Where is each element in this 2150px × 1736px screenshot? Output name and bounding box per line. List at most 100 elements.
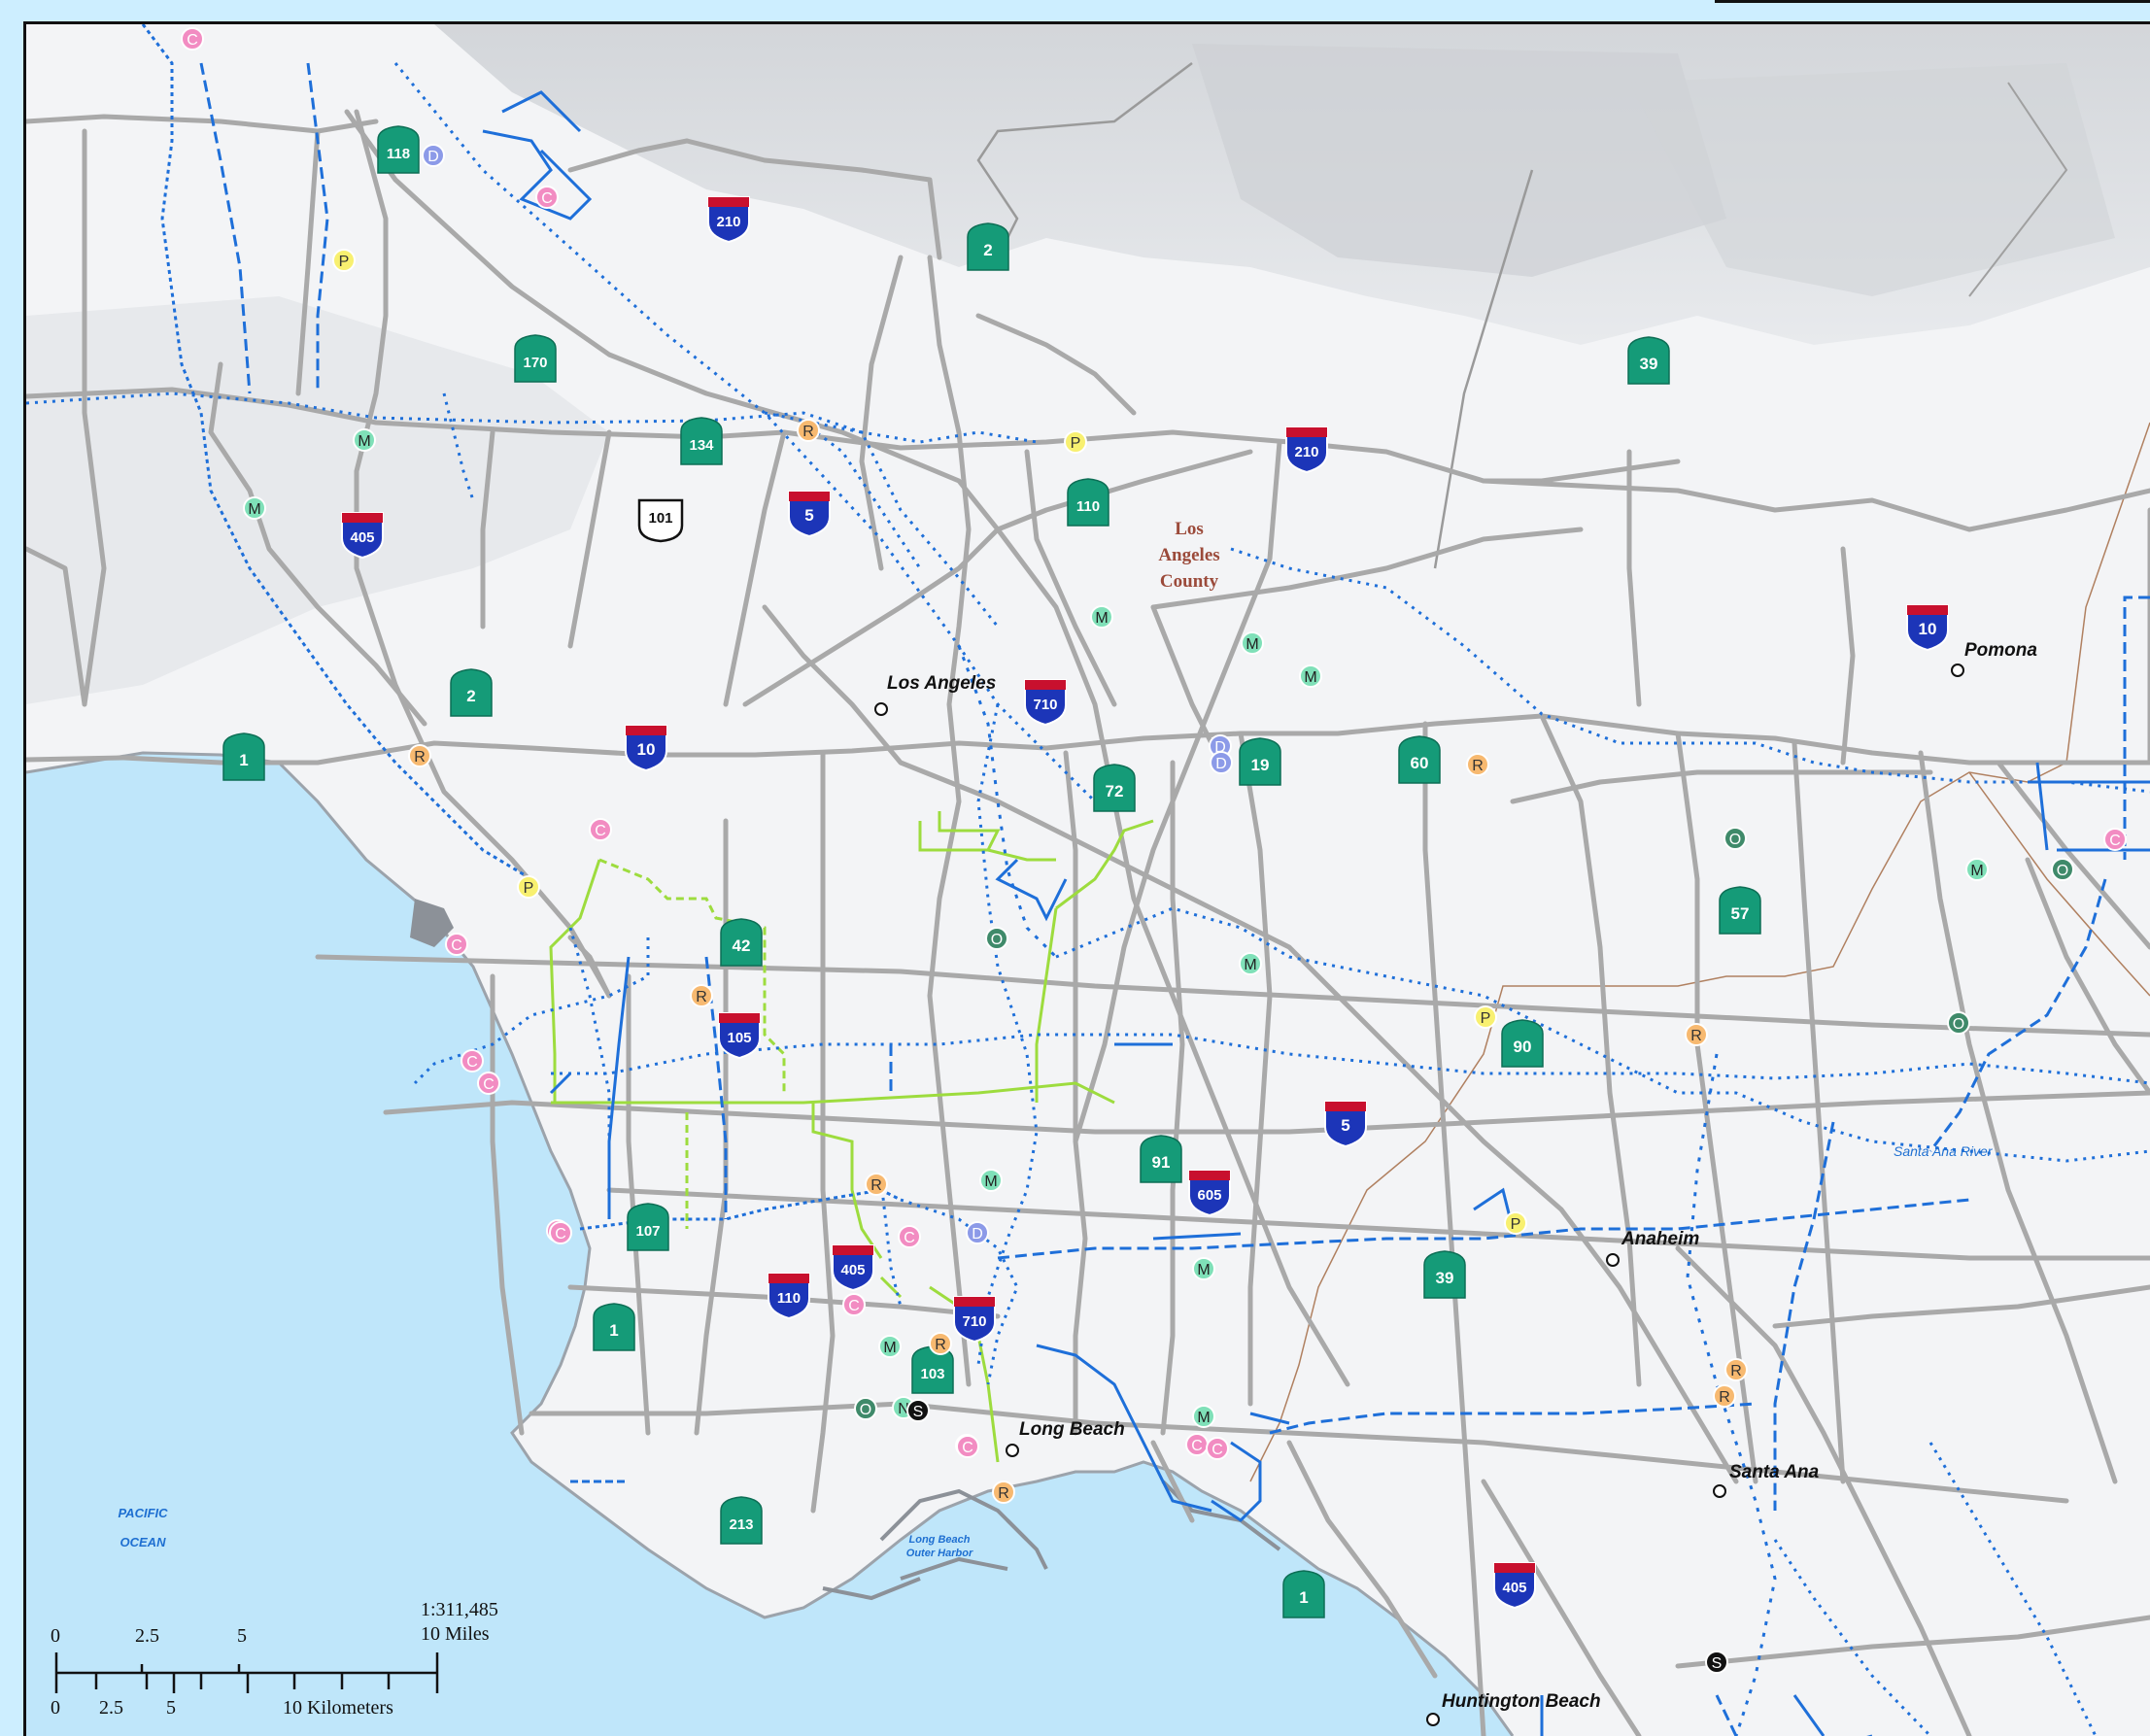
shield-number: 90 (1514, 1038, 1532, 1056)
place-dot-2 (1606, 1253, 1620, 1267)
shield-interstate-405: 405 (1493, 1562, 1536, 1610)
road-38 (1150, 1440, 1195, 1523)
place-dot-3 (1006, 1444, 1019, 1457)
road-37 (1286, 1440, 1438, 1679)
shield-number: 60 (1411, 754, 1429, 772)
shield-interstate-710: 710 (953, 1296, 996, 1344)
marker-d-34: D (966, 1221, 989, 1244)
road-4 (344, 109, 1001, 532)
marker-m-9: M (1241, 631, 1264, 655)
scale-mile-10: 10 Miles (421, 1623, 490, 1645)
place-huntington-beach: Huntington Beach (1442, 1691, 1601, 1712)
shield-interstate-710: 710 (1024, 679, 1067, 727)
marker-m-10: M (1299, 664, 1322, 688)
marker-letter: C (541, 190, 553, 207)
shield-state-1: 1 (222, 732, 265, 781)
marker-m-4: M (353, 428, 376, 452)
road-44 (1024, 449, 1117, 707)
shield-state-134: 134 (680, 417, 723, 465)
marker-letter: P (1511, 1216, 1521, 1233)
shield-interstate-10: 10 (1906, 604, 1949, 652)
shield-number: 10 (637, 740, 656, 759)
marker-letter: O (1953, 1016, 1964, 1033)
road-43 (975, 313, 1137, 416)
place-santa-ana: Santa Ana (1729, 1462, 1820, 1482)
marker-r-41: R (1724, 1358, 1748, 1381)
transit-line-3 (764, 411, 1000, 628)
shield-number: 213 (729, 1516, 753, 1533)
place-dots (874, 664, 1964, 1726)
bike-route-0 (549, 859, 601, 1103)
transit-line-12 (1269, 1402, 1757, 1435)
marker-m-40: M (1192, 1257, 1215, 1280)
scale-mile-2-5: 2.5 (135, 1625, 159, 1647)
place-dot-0 (874, 702, 888, 716)
place-anaheim: Anaheim (1621, 1229, 1700, 1249)
marker-letter: C (555, 1226, 566, 1242)
marker-letter: P (524, 880, 534, 897)
shield-number: 170 (523, 355, 547, 371)
shield-state-103: 103 (911, 1345, 954, 1394)
transit-line-21 (1928, 1442, 2098, 1736)
road-48 (723, 429, 787, 707)
shield-state-19: 19 (1239, 737, 1281, 786)
road-32 (1626, 449, 1642, 707)
marker-letter: S (913, 1404, 924, 1420)
marker-letter: R (802, 424, 814, 440)
marker-m-19: M (1239, 952, 1262, 975)
shield-state-39: 39 (1423, 1250, 1466, 1299)
transit-line-28 (995, 858, 1068, 922)
shield-interstate-110: 110 (768, 1273, 810, 1320)
marker-letter: M (248, 501, 260, 518)
road-53 (567, 935, 612, 999)
marker-letter: M (1197, 1410, 1210, 1426)
road-28 (1792, 740, 1846, 1484)
shield-number: 19 (1251, 756, 1270, 774)
transit-line-37 (199, 62, 252, 394)
marker-c-25: C (461, 1049, 484, 1072)
place-dot-1 (1951, 664, 1964, 677)
marker-letter: O (1729, 832, 1741, 848)
road-network (26, 109, 2150, 1736)
road-40 (1772, 1284, 2150, 1329)
road-33 (1150, 527, 1584, 610)
transit-line-26 (482, 129, 593, 221)
marker-s-44: S (906, 1399, 930, 1422)
bike-routes (549, 811, 1154, 1463)
shield-number: 1 (609, 1321, 618, 1340)
coastline (26, 751, 1515, 1736)
shield-number: 2 (983, 241, 992, 259)
transit-line-36 (306, 62, 329, 393)
shield-number: 105 (727, 1030, 751, 1046)
bike-route-7 (918, 811, 1001, 852)
marker-c-24: C (2103, 828, 2127, 851)
shield-number: 101 (648, 510, 672, 527)
road-25 (1422, 721, 1486, 1736)
shield-state-1: 1 (593, 1303, 635, 1351)
shield-state-2: 2 (450, 668, 493, 717)
place-dot-4 (1713, 1484, 1726, 1498)
shield-number: 110 (1076, 498, 1100, 515)
marker-letter: R (870, 1177, 882, 1194)
shield-interstate-5: 5 (1324, 1101, 1367, 1148)
transit-line-22 (1715, 1694, 1738, 1736)
marker-r-39: R (929, 1332, 952, 1355)
transit-line-46 (879, 1179, 903, 1308)
road-49 (567, 429, 612, 649)
shield-state-42: 42 (720, 918, 763, 967)
road-19 (810, 750, 836, 1514)
road-35 (1675, 1245, 1972, 1736)
scale-mile-5: 5 (237, 1625, 247, 1647)
marker-c-49: C (1185, 1433, 1209, 1456)
marker-letter: M (1244, 957, 1256, 973)
marker-letter: P (1071, 435, 1081, 452)
marker-letter: D (1215, 756, 1227, 772)
transit-line-39 (568, 927, 611, 1190)
county-label-line-3: County (1159, 571, 1219, 592)
road-42 (567, 138, 690, 173)
marker-c-35: C (898, 1225, 921, 1248)
marker-r-51: R (1713, 1384, 1736, 1408)
transit-line-17 (2035, 762, 2049, 851)
